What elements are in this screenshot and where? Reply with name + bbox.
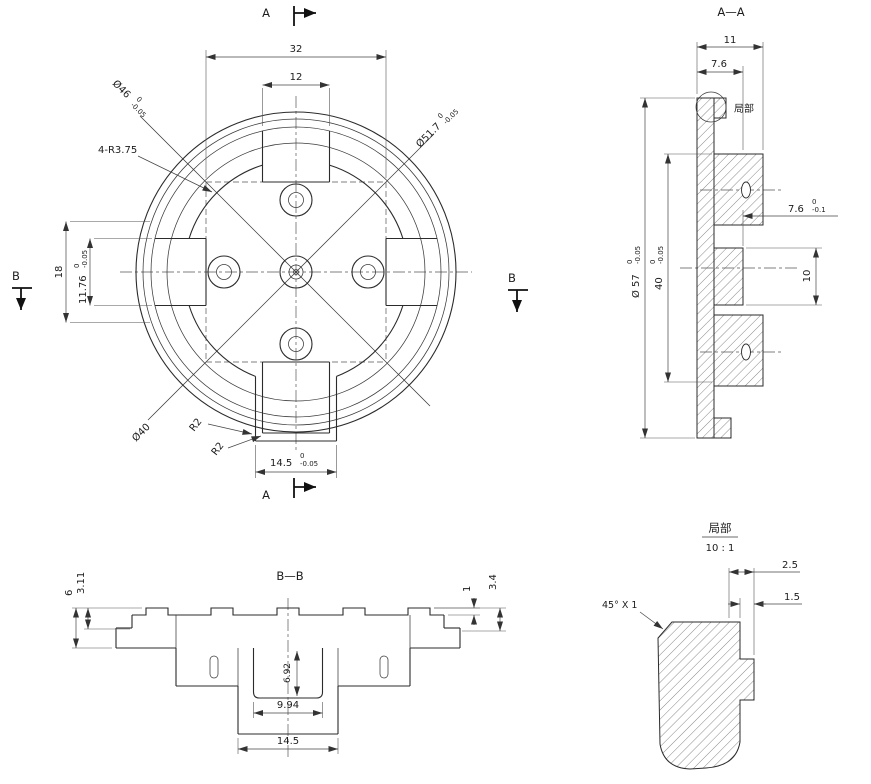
rim-circles bbox=[135, 111, 457, 433]
dim-bb-9-94-label: 9.94 bbox=[277, 700, 299, 711]
aa-section-body bbox=[696, 97, 764, 439]
section-aa-title: A—A bbox=[717, 5, 744, 19]
center-bore bbox=[279, 255, 313, 289]
bb-section-body bbox=[115, 607, 461, 735]
detail-title-block: 局部 10 : 1 bbox=[702, 521, 738, 554]
dim-detail-1-5-label: 1.5 bbox=[784, 592, 800, 603]
dim-aa-7-6-tol-upper: 0 bbox=[812, 198, 816, 206]
dim-aa-7-6-tol-lower: -0.1 bbox=[812, 206, 826, 214]
dim-aa-7-6-tol-value: 7.6 bbox=[788, 204, 804, 215]
dia57-value: Ø 57 bbox=[630, 274, 642, 298]
dim-dia40: Ø40 bbox=[130, 421, 153, 444]
dim-18-label: 18 bbox=[54, 266, 65, 279]
dim-aa-7-6-label: 7.6 bbox=[711, 59, 727, 70]
dia51-7-tol-upper: 0 bbox=[436, 112, 445, 121]
dim-11-76-value: 11.76 bbox=[78, 275, 89, 304]
section-b-left-label: B bbox=[12, 269, 20, 283]
dim-bb-3-4-label: 3.4 bbox=[488, 574, 499, 590]
dim-aa-7-6: 7.6 bbox=[697, 59, 744, 150]
section-b-right-label: B bbox=[508, 271, 516, 285]
r2-inner-label: R2 bbox=[210, 441, 227, 458]
chamfer-note-label: 45° X 1 bbox=[602, 600, 637, 611]
dim-40-tol-lower: -0.05 bbox=[657, 246, 665, 264]
dim-aa-11-label: 11 bbox=[724, 35, 737, 46]
dim-14-5-tol-upper: 0 bbox=[300, 452, 304, 460]
dim-32: 32 bbox=[205, 44, 387, 178]
dim-12-label: 12 bbox=[290, 72, 303, 83]
dia46-tol-upper: 0 bbox=[135, 95, 144, 104]
dim-aa-11: 11 bbox=[696, 35, 764, 150]
section-a-top-label: A bbox=[262, 6, 270, 20]
section-mark-b-right: B bbox=[508, 271, 528, 312]
detail-title: 局部 bbox=[709, 521, 732, 535]
detail-scale: 10 : 1 bbox=[706, 543, 735, 554]
bb-slot-hole-right bbox=[379, 655, 389, 679]
dim-detail-2-5-label: 2.5 bbox=[782, 560, 798, 571]
dim-14-5: 14.5 0 -0.05 bbox=[255, 445, 337, 478]
section-a-bottom-label: A bbox=[262, 488, 270, 502]
dim-bb-6-92-label: 6.92 bbox=[283, 663, 293, 683]
dim-11-76: 11.76 0 -0.05 bbox=[73, 238, 152, 306]
dim-r2-pair: R2 R2 bbox=[188, 417, 262, 458]
front-view: 32 12 Ø46 0 -0.05 Ø51.7 0 -0.05 4-R3.75 bbox=[12, 6, 528, 502]
dim-32-label: 32 bbox=[290, 44, 303, 55]
dim-detail-chamfer: 45° X 1 bbox=[602, 600, 664, 630]
detail-view: 局部 10 : 1 2.5 1.5 45° X 1 bbox=[602, 521, 802, 770]
dim-bb-3-11-label: 3.11 bbox=[76, 572, 87, 594]
aa-detail-callout: 局部 bbox=[695, 91, 754, 123]
fillet-note-label: 4-R3.75 bbox=[98, 145, 137, 156]
bottom-tab bbox=[254, 376, 338, 442]
dim-40-value: 40 bbox=[654, 277, 665, 290]
dim-bb-6-92: 6.92 bbox=[283, 651, 300, 696]
dia51-7-tol-lower: -0.05 bbox=[442, 108, 460, 126]
dia57-tol-upper: 0 bbox=[626, 260, 634, 264]
dim-bb-6-label: 6 bbox=[64, 590, 75, 596]
dim-aa-7-6-tol: 7.6 0 -0.1 bbox=[742, 198, 838, 246]
dim-14-5-tol-lower: -0.05 bbox=[300, 460, 318, 468]
dim-4r375: 4-R3.75 bbox=[98, 145, 213, 193]
bb-slot-hole-left bbox=[209, 655, 219, 679]
dim-bb-3-4: 3.4 bbox=[434, 574, 506, 632]
dim-bb-3-11: 3.11 bbox=[76, 572, 130, 630]
dim-11-76-tol-upper: 0 bbox=[73, 264, 81, 268]
dia57-tol-lower: -0.05 bbox=[634, 246, 642, 264]
dia40-label: Ø40 bbox=[130, 421, 153, 444]
bolt-holes bbox=[207, 183, 385, 361]
dim-detail-1-5: 1.5 bbox=[728, 592, 802, 618]
dim-bb-14-5-label: 14.5 bbox=[277, 736, 299, 747]
dim-aa-10-label: 10 bbox=[802, 270, 813, 283]
dim-bb-14-5: 14.5 bbox=[237, 736, 339, 754]
dim-18: 18 bbox=[54, 221, 150, 323]
dim-14-5-value: 14.5 bbox=[270, 458, 292, 469]
dia46-tol-lower: -0.05 bbox=[129, 101, 147, 119]
dim-aa-10: 10 bbox=[746, 247, 822, 306]
section-bb-view: B—B bbox=[64, 569, 506, 760]
dim-bb-9-94: 9.94 bbox=[253, 700, 323, 718]
section-aa-view: A—A 局部 11 bbox=[626, 5, 838, 439]
dia51-7-value: Ø51.7 bbox=[414, 120, 444, 150]
dim-bb-1: 1 bbox=[434, 586, 480, 625]
dim-12: 12 bbox=[262, 72, 330, 126]
dim-40-tol-upper: 0 bbox=[649, 260, 657, 264]
section-mark-a-bottom: A bbox=[262, 478, 316, 502]
dim-bb-1-label: 1 bbox=[462, 586, 473, 592]
dim-aa-dia57: Ø 57 0 -0.05 bbox=[626, 97, 695, 439]
dim-detail-2-5: 2.5 bbox=[728, 560, 800, 655]
detail-section-body bbox=[657, 621, 755, 770]
centerlines bbox=[120, 96, 472, 452]
section-bb-title: B—B bbox=[276, 569, 303, 583]
section-mark-a-top: A bbox=[262, 6, 316, 26]
dim-dia51-7: Ø51.7 0 -0.05 bbox=[414, 108, 461, 151]
section-mark-b-left: B bbox=[12, 269, 32, 310]
dim-aa-40: 40 0 -0.05 bbox=[649, 153, 712, 383]
aa-detail-callout-label: 局部 bbox=[734, 102, 754, 115]
r2-outer-label: R2 bbox=[188, 417, 205, 434]
dim-dia46: Ø46 0 -0.05 bbox=[110, 78, 148, 120]
dim-11-76-tol-lower: -0.05 bbox=[81, 250, 89, 268]
dia46-value: Ø46 bbox=[110, 78, 133, 101]
bb-center-slot bbox=[252, 648, 324, 699]
dim-bb-6: 6 bbox=[64, 590, 142, 649]
clover-profile bbox=[154, 130, 438, 434]
